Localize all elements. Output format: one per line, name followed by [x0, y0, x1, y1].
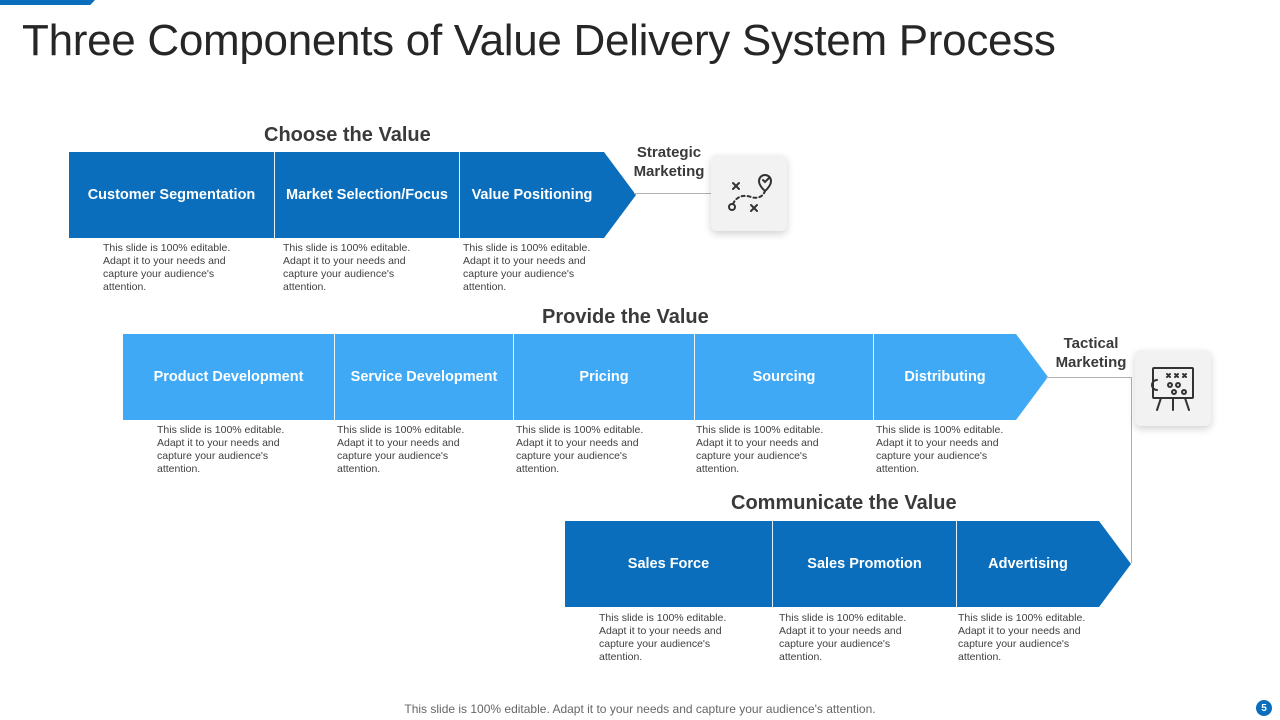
provide-item-sourcing: Sourcing [695, 334, 874, 420]
strategic-card [711, 155, 787, 231]
provide-item-pricing: Pricing [514, 334, 695, 420]
top-accent-bar [0, 0, 95, 5]
provide-desc-2: This slide is 100% editable. Adapt it to… [337, 424, 465, 475]
communicate-desc-2: This slide is 100% editable. Adapt it to… [779, 612, 907, 663]
communicate-item-advertising: Advertising [957, 521, 1131, 607]
page-title: Three Components of Value Delivery Syste… [22, 16, 1056, 65]
strategy-map-icon [728, 173, 773, 212]
provide-desc-3: This slide is 100% editable. Adapt it to… [516, 424, 644, 475]
strategic-marketing-label: Strategic Marketing [633, 144, 705, 180]
footer-note: This slide is 100% editable. Adapt it to… [404, 702, 876, 716]
choose-item-customer-segmentation: Customer Segmentation [69, 152, 275, 238]
provide-item-service-development: Service Development [335, 334, 514, 420]
provide-band: Product Development Service Development … [123, 334, 1048, 420]
provide-desc-1: This slide is 100% editable. Adapt it to… [157, 424, 285, 475]
communicate-heading: Communicate the Value [731, 492, 957, 514]
provide-desc-5: This slide is 100% editable. Adapt it to… [876, 424, 1004, 475]
choose-desc-3: This slide is 100% editable. Adapt it to… [463, 242, 591, 293]
page-number-badge: 5 [1256, 700, 1272, 716]
choose-desc-1: This slide is 100% editable. Adapt it to… [103, 242, 231, 293]
tactical-card [1135, 350, 1211, 426]
communicate-item-sales-promotion: Sales Promotion [773, 521, 957, 607]
tactics-board-icon [1151, 367, 1194, 411]
tactical-marketing-label: Tactical Marketing [1055, 335, 1127, 371]
provide-item-product-development: Product Development [123, 334, 335, 420]
communicate-band: Sales Force Sales Promotion Advertising [565, 521, 1131, 607]
choose-heading: Choose the Value [264, 124, 431, 146]
communicate-item-sales-force: Sales Force [565, 521, 773, 607]
choose-item-market-selection: Market Selection/Focus [275, 152, 460, 238]
tactical-connector-top [1046, 377, 1132, 378]
choose-band: Customer Segmentation Market Selection/F… [69, 152, 636, 238]
provide-heading: Provide the Value [542, 306, 709, 328]
choose-desc-2: This slide is 100% editable. Adapt it to… [283, 242, 411, 293]
communicate-desc-3: This slide is 100% editable. Adapt it to… [958, 612, 1086, 663]
provide-desc-4: This slide is 100% editable. Adapt it to… [696, 424, 824, 475]
choose-item-value-positioning: Value Positioning [460, 152, 636, 238]
strategic-connector [634, 193, 712, 194]
provide-item-distributing: Distributing [874, 334, 1048, 420]
tactical-connector-vertical [1131, 377, 1132, 563]
communicate-desc-1: This slide is 100% editable. Adapt it to… [599, 612, 727, 663]
